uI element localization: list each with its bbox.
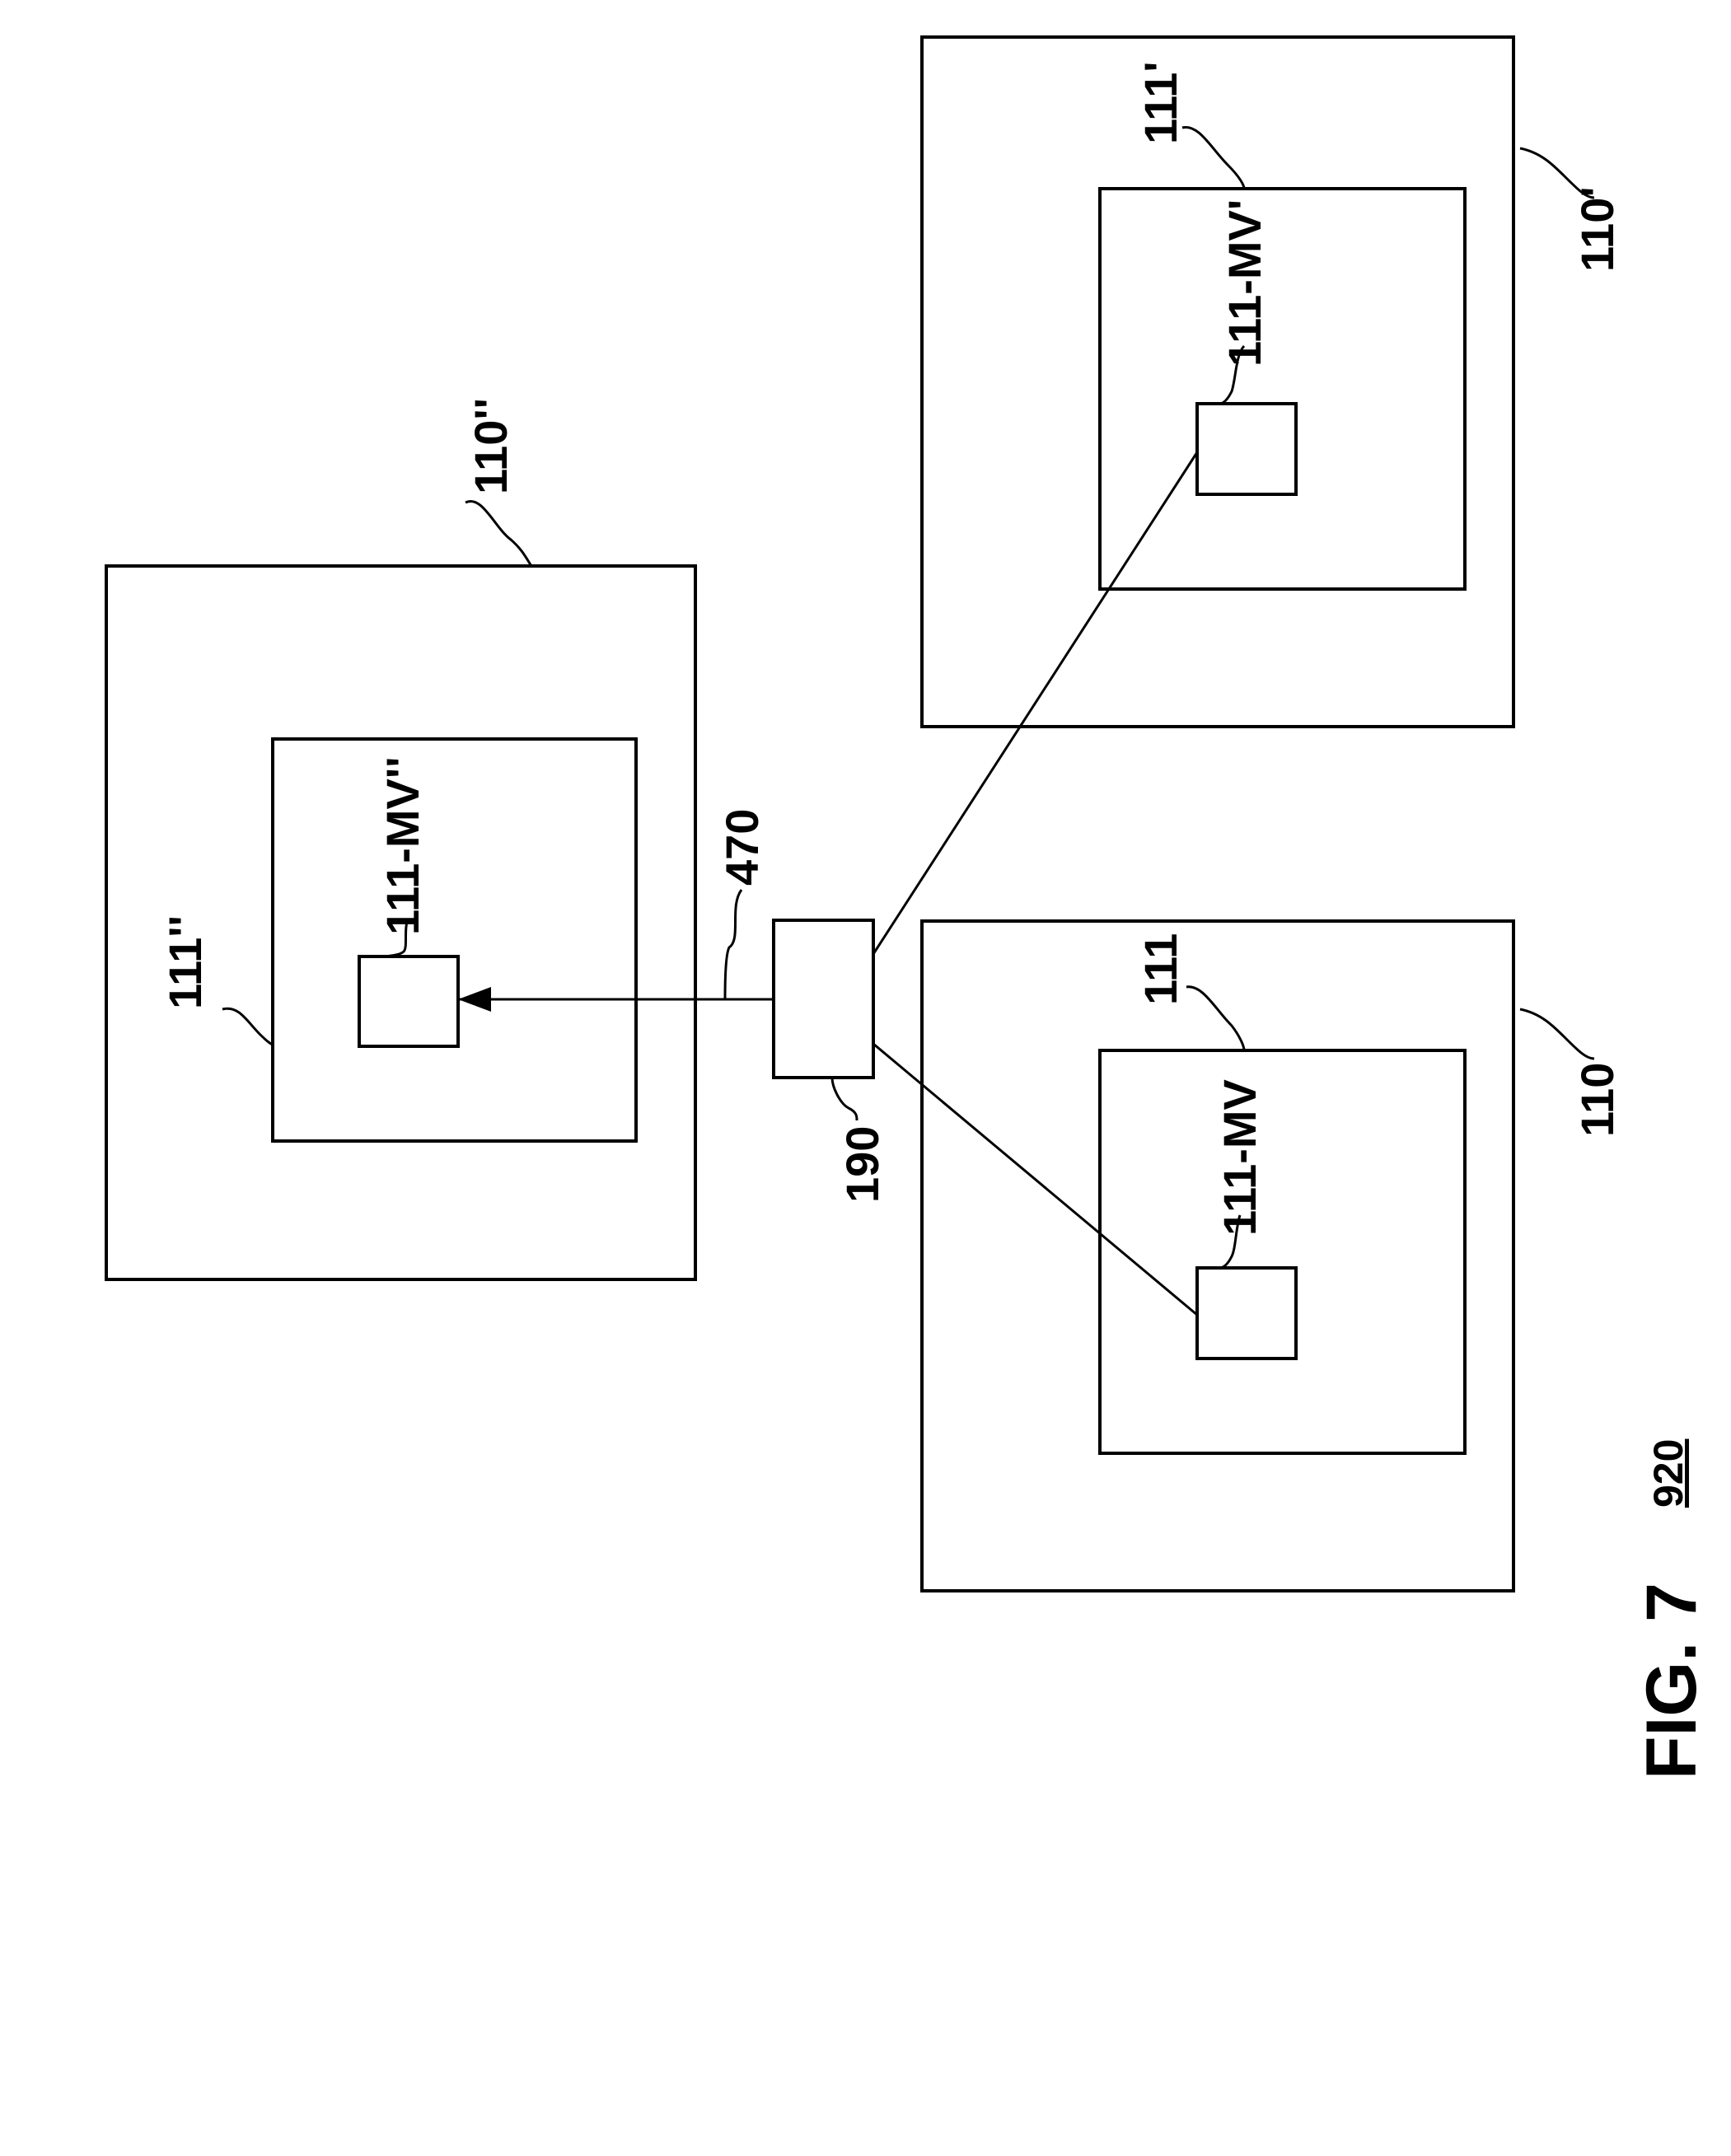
label-110-double-prime: 110'' [465, 398, 517, 494]
figure-reference-number: 920 [1645, 1439, 1691, 1508]
vm-111-mv [1197, 1268, 1296, 1359]
label-190: 190 [836, 1126, 888, 1203]
leader-lines [222, 127, 1594, 1268]
label-110-prime: 110' [1571, 186, 1623, 272]
system-110-prime [922, 37, 1513, 727]
label-111-mv-double-prime: 111-MV'' [377, 756, 428, 935]
host-111-prime [1100, 189, 1465, 589]
label-111-mv-prime: 111-MV' [1219, 199, 1270, 367]
label-111-prime: 111' [1135, 61, 1186, 144]
system-110 [922, 921, 1513, 1591]
vm-111-mv-double-prime [359, 956, 458, 1046]
vm-111-mv-prime [1197, 404, 1296, 494]
label-111: 111 [1135, 933, 1186, 1005]
label-470: 470 [716, 809, 768, 886]
label-110: 110 [1571, 1063, 1623, 1137]
label-111-double-prime: 111'' [159, 915, 211, 1009]
label-111-mv: 111-MV [1214, 1079, 1266, 1236]
controller-190-box [774, 920, 873, 1078]
host-111 [1100, 1050, 1465, 1453]
host-111-double-prime [273, 739, 636, 1141]
figure-title: FIG. 7 [1632, 1583, 1711, 1780]
